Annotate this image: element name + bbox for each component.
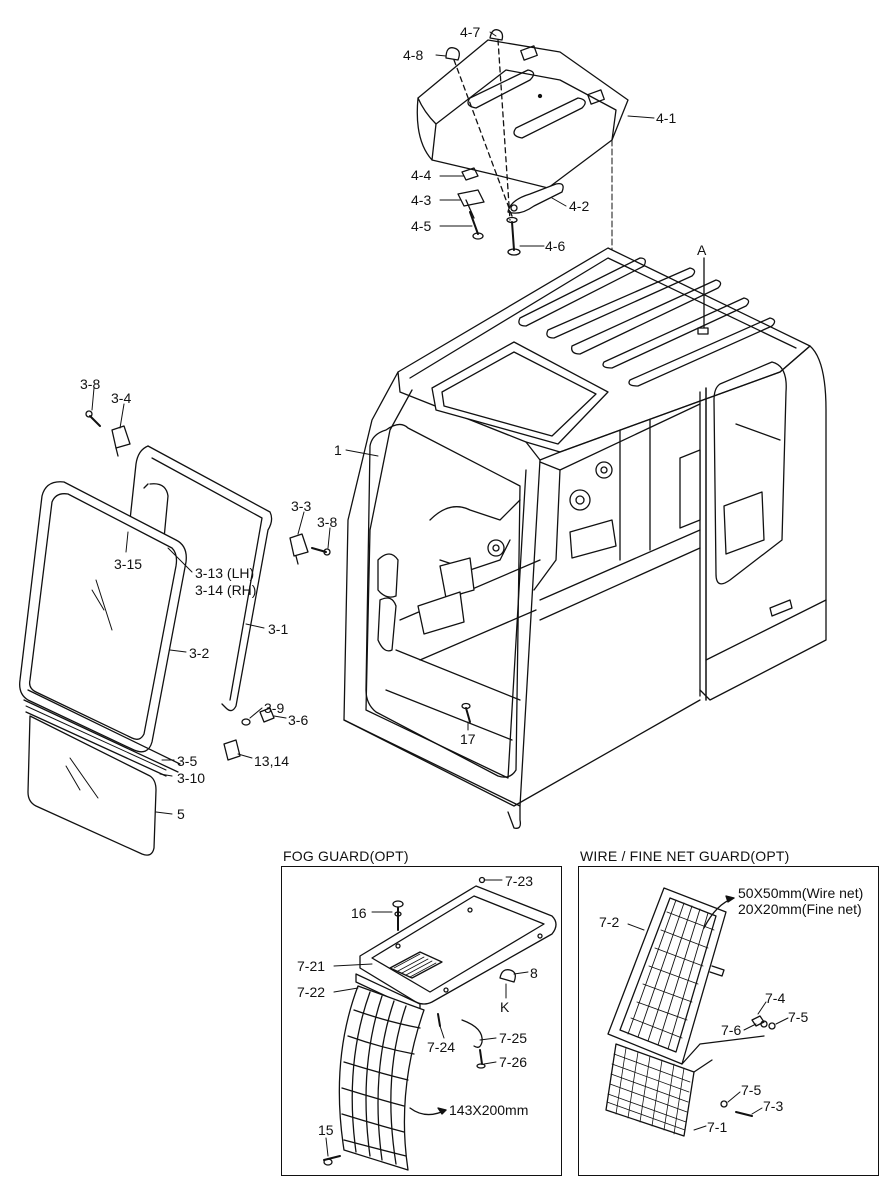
fog-guard-title: FOG GUARD(OPT) <box>283 848 409 864</box>
callout-7-1: 7-1 <box>707 1119 728 1135</box>
callout-7-21: 7-21 <box>297 958 326 974</box>
callout-3-8-top: 3-8 <box>80 376 101 392</box>
callout-3-14-rh: 3-14 (RH) <box>195 582 257 598</box>
callout-7-3: 7-3 <box>763 1098 784 1114</box>
callout-7-26: 7-26 <box>499 1054 528 1070</box>
callout-4-4: 4-4 <box>411 167 432 183</box>
cab-frame <box>344 248 826 828</box>
callout-4-1: 4-1 <box>656 110 677 126</box>
callout-3-9: 3-9 <box>264 700 285 716</box>
callout-3-5: 3-5 <box>177 753 198 769</box>
callout-7-22: 7-22 <box>297 984 326 1000</box>
callout-4-5: 4-5 <box>411 218 432 234</box>
dimension-143x200: 143X200mm <box>449 1102 529 1118</box>
wire-guard-drawing <box>606 888 788 1136</box>
callout-3-1: 3-1 <box>268 621 289 637</box>
fog-guard-panel <box>281 866 562 1176</box>
callout-7-5-upper: 7-5 <box>788 1009 809 1025</box>
callout-7-6: 7-6 <box>721 1022 742 1038</box>
callout-15: 15 <box>318 1122 334 1138</box>
callout-3-4: 3-4 <box>111 390 132 406</box>
callout-4-7: 4-7 <box>460 24 481 40</box>
callout-7-24: 7-24 <box>427 1039 456 1055</box>
sunroof-hatch <box>417 30 628 380</box>
callout-7-25: 7-25 <box>499 1030 528 1046</box>
label-wire-net: 50X50mm(Wire net) <box>738 885 864 901</box>
callout-3-6: 3-6 <box>288 712 309 728</box>
callout-3-13-lh: 3-13 (LH) <box>195 565 255 581</box>
callout-4-6: 4-6 <box>545 238 566 254</box>
callout-A: A <box>697 242 707 258</box>
callout-13-14: 13,14 <box>254 753 290 769</box>
callout-17: 17 <box>460 731 476 747</box>
callout-5: 5 <box>177 806 185 822</box>
callout-3-10: 3-10 <box>177 770 206 786</box>
callout-7-4: 7-4 <box>765 990 786 1006</box>
callout-1: 1 <box>334 442 342 458</box>
callout-3-3: 3-3 <box>291 498 312 514</box>
wire-guard-title: WIRE / FINE NET GUARD(OPT) <box>580 848 790 864</box>
callout-16: 16 <box>351 905 367 921</box>
callout-3-2: 3-2 <box>189 645 210 661</box>
fog-guard-drawing <box>324 878 556 1171</box>
callout-4-2: 4-2 <box>569 198 590 214</box>
callout-K: K <box>500 999 510 1015</box>
callout-8: 8 <box>530 965 538 981</box>
label-fine-net: 20X20mm(Fine net) <box>738 901 862 917</box>
callout-3-15: 3-15 <box>114 556 143 572</box>
callout-3-8-right: 3-8 <box>317 514 338 530</box>
front-window-parts <box>20 411 330 855</box>
callout-7-5-lower: 7-5 <box>741 1082 762 1098</box>
callout-4-8: 4-8 <box>403 47 424 63</box>
wire-guard-panel <box>578 866 879 1176</box>
callout-4-3: 4-3 <box>411 192 432 208</box>
callout-7-23: 7-23 <box>505 873 534 889</box>
leader-lines <box>92 32 654 814</box>
callout-7-2: 7-2 <box>599 914 620 930</box>
